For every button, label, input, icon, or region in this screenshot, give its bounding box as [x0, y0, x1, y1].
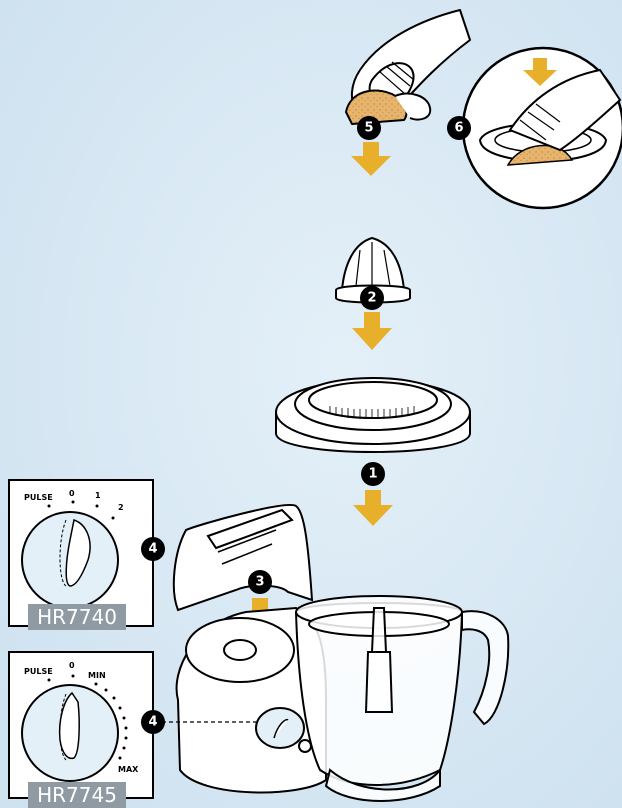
- speed-2-label: 2: [118, 503, 124, 512]
- min-label: MIN: [88, 671, 106, 680]
- step-4-badge-top: 4: [141, 537, 165, 561]
- model-label-hr7745: HR7745: [28, 782, 126, 808]
- step-5-number: 5: [364, 121, 373, 136]
- arrow-down-icon: [523, 58, 557, 86]
- arrow-down-icon: [351, 142, 391, 176]
- pulse-label: PULSE: [24, 667, 53, 676]
- step-1-number: 1: [368, 467, 377, 482]
- step-4-number: 4: [148, 542, 157, 557]
- food-processor-base-illustration: [175, 606, 327, 794]
- step-2-number: 2: [367, 291, 376, 306]
- sieve-illustration: [275, 377, 471, 453]
- hand-with-lemon-illustration: [345, 9, 471, 125]
- dial-panel-hr7740: PULSE 0 1 2: [8, 479, 154, 627]
- step-3-number: 3: [255, 575, 264, 590]
- step-2-badge: 2: [360, 286, 384, 310]
- speed-1-label: 1: [95, 491, 101, 500]
- step-6-badge: 6: [447, 116, 471, 140]
- step-1-badge: 1: [361, 462, 385, 486]
- step-4-number: 4: [148, 715, 157, 730]
- arrow-down-icon: [352, 312, 392, 350]
- model-label-hr7740: HR7740: [28, 604, 126, 630]
- step-5-badge: 5: [357, 116, 381, 140]
- juicing-inset-illustration: [461, 46, 622, 210]
- jug-illustration: [294, 595, 510, 802]
- arrow-down-icon: [353, 490, 393, 526]
- off-label: 0: [69, 661, 75, 670]
- pulse-label: PULSE: [24, 493, 53, 502]
- step-6-number: 6: [454, 121, 463, 136]
- step-4-badge-bottom: 4: [141, 710, 165, 734]
- step-3-badge: 3: [248, 570, 272, 594]
- max-label: MAX: [118, 765, 139, 774]
- dial-panel-hr7745: PULSE 0 MIN MAX: [8, 651, 154, 799]
- off-label: 0: [69, 489, 75, 498]
- lid-illustration: [172, 504, 314, 612]
